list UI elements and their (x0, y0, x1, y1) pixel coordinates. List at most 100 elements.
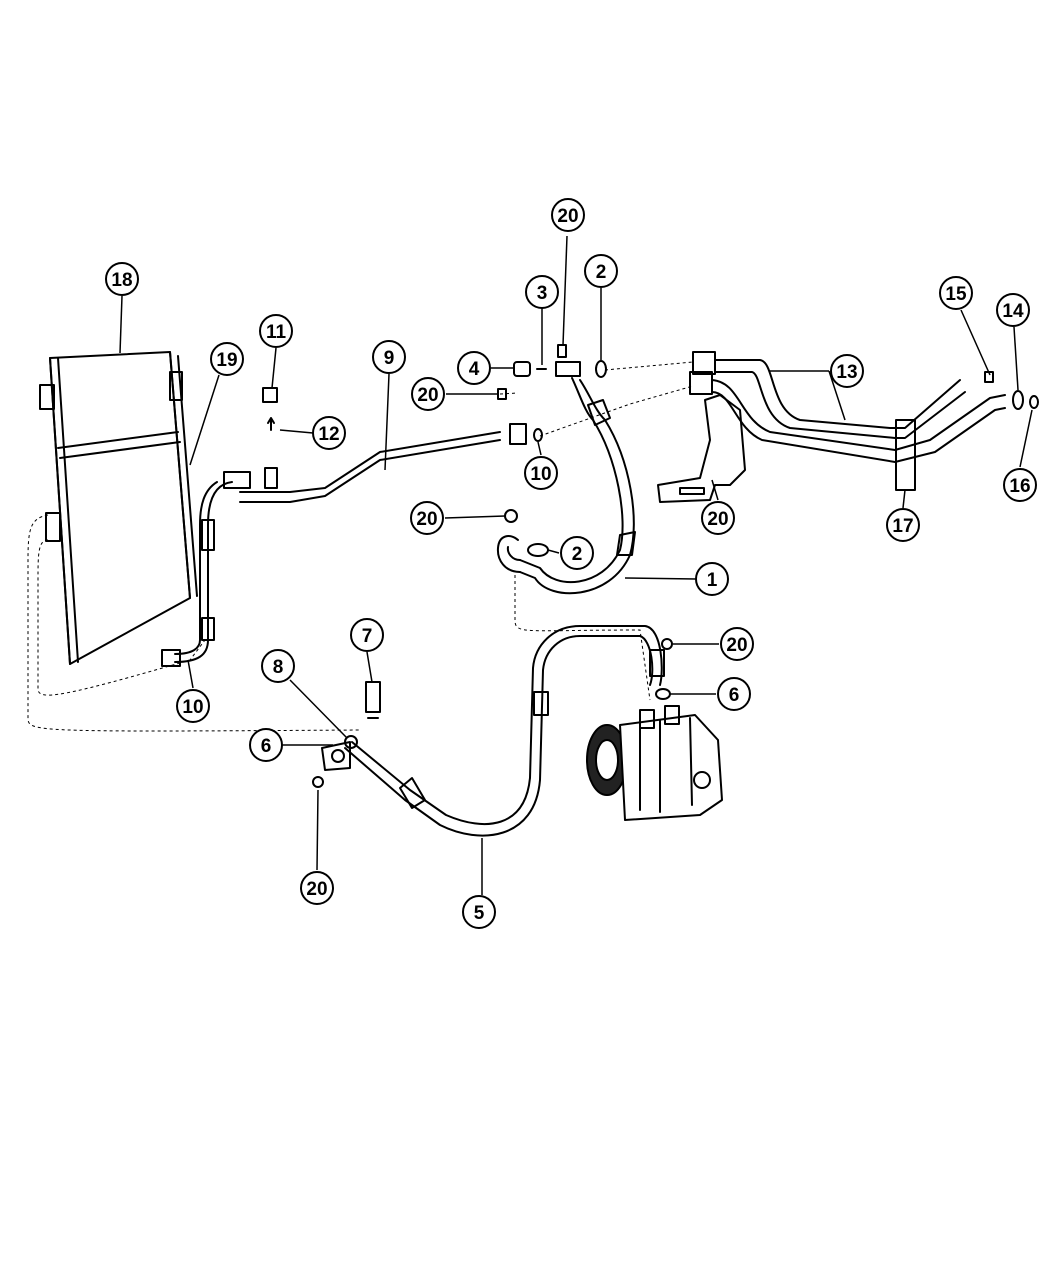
callout-circle (249, 728, 283, 762)
callout-circle (462, 895, 496, 929)
callout-label: 1 (707, 570, 718, 591)
callout-circle (312, 416, 346, 450)
o-ring (595, 360, 607, 378)
callout-12: 12 (312, 416, 346, 450)
nut-20b (504, 509, 518, 523)
callout-circle (372, 340, 406, 374)
callout-label: 11 (266, 322, 287, 343)
callout-label: 20 (707, 509, 728, 530)
nut (557, 344, 567, 358)
condenser (39, 351, 198, 665)
callout-2: 2 (584, 254, 618, 288)
callout-14: 14 (996, 293, 1030, 327)
callout-label: 3 (537, 283, 548, 304)
callout-label: 20 (557, 206, 578, 227)
callout-circle (105, 262, 139, 296)
callout-circle (261, 649, 295, 683)
callout-label: 15 (945, 284, 967, 305)
callout-13: 13 (830, 354, 864, 388)
callout-6: 6 (249, 728, 283, 762)
callout-circle (1003, 468, 1037, 502)
callout-circle (830, 354, 864, 388)
leader-lines (119, 235, 1033, 895)
discharge-hose (312, 625, 673, 837)
callout-1: 1 (695, 562, 729, 596)
o-ring-15 (1012, 390, 1024, 410)
callout-label: 9 (384, 348, 395, 369)
callout-11: 11 (259, 314, 293, 348)
callout-label: 20 (726, 635, 747, 656)
callout-20: 20 (551, 198, 585, 232)
callout-label: 19 (216, 350, 237, 371)
o-ring-10 (533, 428, 543, 442)
valve-core (267, 417, 275, 431)
callout-circle (886, 508, 920, 542)
washer-14 (1029, 395, 1039, 409)
callout-circle (717, 677, 751, 711)
callout-circle (259, 314, 293, 348)
callout-20: 20 (720, 627, 754, 661)
callout-label: 20 (416, 509, 437, 530)
callout-17: 17 (886, 508, 920, 542)
callout-label: 13 (836, 362, 857, 383)
callout-circle (410, 501, 444, 535)
callout-circle (996, 293, 1030, 327)
callout-6: 6 (717, 677, 751, 711)
callouts: 1819111292043202101220201315141617207862… (105, 198, 1037, 929)
callout-2: 2 (560, 536, 594, 570)
callout-19: 19 (210, 342, 244, 376)
callout-20: 20 (701, 501, 735, 535)
callout-label: 2 (596, 262, 607, 283)
callout-label: 4 (469, 359, 480, 380)
callout-circle (551, 198, 585, 232)
liquid-line (161, 481, 233, 667)
cap-4 (513, 361, 531, 377)
callout-20: 20 (410, 501, 444, 535)
callout-label: 10 (530, 464, 551, 485)
callout-circle (720, 627, 754, 661)
callout-circle (584, 254, 618, 288)
callout-circle (560, 536, 594, 570)
routing-lines (27, 361, 694, 732)
pressure-switch (365, 681, 381, 713)
callout-label: 2 (572, 544, 583, 565)
callout-label: 18 (111, 270, 132, 291)
callout-label: 16 (1009, 476, 1030, 497)
callout-circle (210, 342, 244, 376)
callout-20: 20 (300, 871, 334, 905)
callout-9: 9 (372, 340, 406, 374)
callout-label: 10 (182, 697, 203, 718)
callout-circle (300, 871, 334, 905)
callout-label: 12 (318, 424, 339, 445)
callout-label: 8 (273, 657, 284, 678)
callout-label: 20 (306, 879, 327, 900)
fitting (555, 361, 581, 377)
callout-15: 15 (939, 276, 973, 310)
bracket (657, 394, 746, 503)
callout-20: 20 (411, 377, 445, 411)
callout-circle (350, 618, 384, 652)
bracket-slot (679, 487, 705, 495)
callout-16: 16 (1003, 468, 1037, 502)
callout-label: 20 (417, 385, 438, 406)
service-port (264, 467, 278, 489)
nut-20d (312, 776, 324, 788)
callout-circle (701, 501, 735, 535)
callout-label: 6 (261, 736, 272, 757)
o-ring-2 (527, 543, 549, 557)
callout-label: 5 (474, 903, 485, 924)
o-ring-6 (655, 688, 671, 700)
compressor (586, 705, 723, 821)
discharge-line-9 (223, 423, 527, 503)
evaporator-lines (689, 351, 1039, 491)
callout-5: 5 (462, 895, 496, 929)
callout-circle (411, 377, 445, 411)
callout-10: 10 (176, 689, 210, 723)
nut-20c (661, 638, 673, 650)
callout-circle (524, 456, 558, 490)
callout-label: 17 (892, 516, 913, 537)
callout-circle (939, 276, 973, 310)
callout-label: 7 (362, 626, 373, 647)
callout-3: 3 (525, 275, 559, 309)
